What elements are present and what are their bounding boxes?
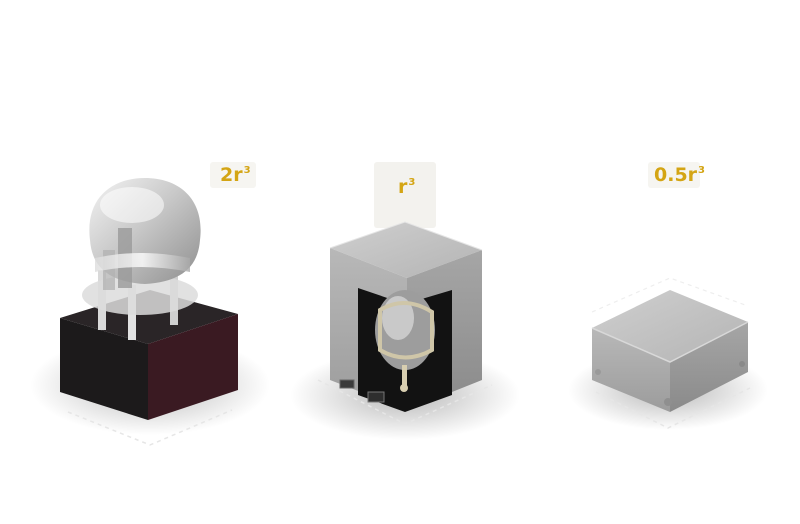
large-device — [30, 178, 270, 446]
size-label-small-exponent: 3 — [698, 165, 705, 176]
small-device — [568, 277, 768, 430]
size-label-large: 2r3 — [220, 166, 251, 185]
size-label-medium: r3 — [398, 178, 415, 197]
size-label-medium-exponent: 3 — [408, 177, 416, 188]
size-label-small: 0.5r3 — [654, 166, 705, 185]
size-label-large-base: 2r — [220, 164, 243, 186]
size-label-medium-base: r — [398, 176, 408, 198]
medium-device — [290, 221, 520, 440]
label-backdrop-right — [648, 162, 700, 188]
size-label-small-base: 0.5r — [654, 164, 698, 186]
size-label-large-exponent: 3 — [243, 165, 251, 176]
label-backdrop-left — [210, 162, 256, 188]
label-backdrop-center — [374, 162, 436, 228]
